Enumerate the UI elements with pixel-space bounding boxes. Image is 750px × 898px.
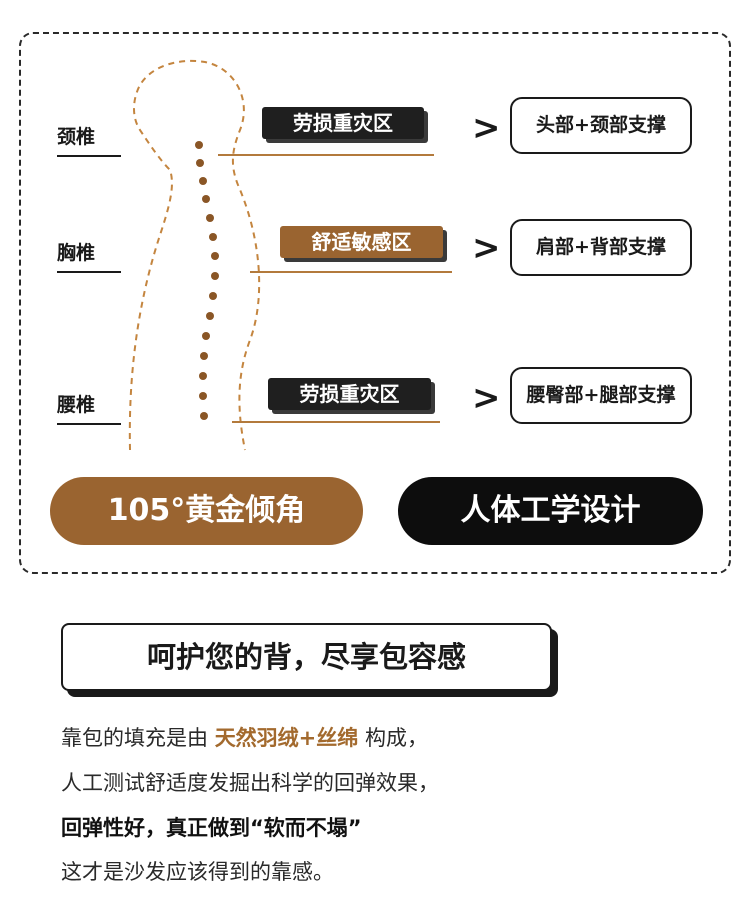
- body-outline: [128, 59, 261, 451]
- support-box-head-neck: 头部+颈部支撑: [510, 97, 692, 154]
- spine-label-thoracic: 胸椎: [57, 238, 121, 273]
- filling-highlight: 天然羽绒+丝绵: [214, 726, 359, 750]
- ergonomic-pill: 人体工学设计: [398, 477, 703, 545]
- angle-pill: 105°黄金倾角: [50, 477, 363, 545]
- spine-dots: [195, 141, 219, 420]
- arrow-icon-neck: >: [472, 108, 501, 148]
- body-line-2: 人工测试舒适度发掘出科学的回弹效果，: [61, 771, 439, 795]
- body-line-1-after: 构成，: [364, 726, 428, 750]
- arrow-icon-chest: >: [472, 228, 501, 268]
- zone-tag-neck: 劳损重灾区: [262, 107, 424, 139]
- support-box-shoulder-back: 肩部+背部支撑: [510, 219, 692, 276]
- headline-banner: 呵护您的背，尽享包容感: [61, 623, 552, 691]
- body-line-1: 靠包的填充是由 天然羽绒+丝绵 构成，: [61, 722, 428, 752]
- spine-diagram-panel: [19, 32, 731, 574]
- zone-tag-chest: 舒适敏感区: [280, 226, 443, 258]
- spine-label-lumbar: 腰椎: [57, 390, 121, 425]
- body-line-3: 回弹性好，真正做到“软而不塌”: [61, 816, 362, 840]
- body-line-4: 这才是沙发应该得到的靠感。: [61, 860, 334, 884]
- body-line-1-before: 靠包的填充是由: [61, 726, 208, 750]
- arrow-icon-waist: >: [472, 378, 501, 418]
- spine-label-cervical: 颈椎: [57, 122, 121, 157]
- zone-tag-waist: 劳损重灾区: [268, 378, 431, 410]
- support-box-waist-leg: 腰臀部+腿部支撑: [510, 367, 692, 424]
